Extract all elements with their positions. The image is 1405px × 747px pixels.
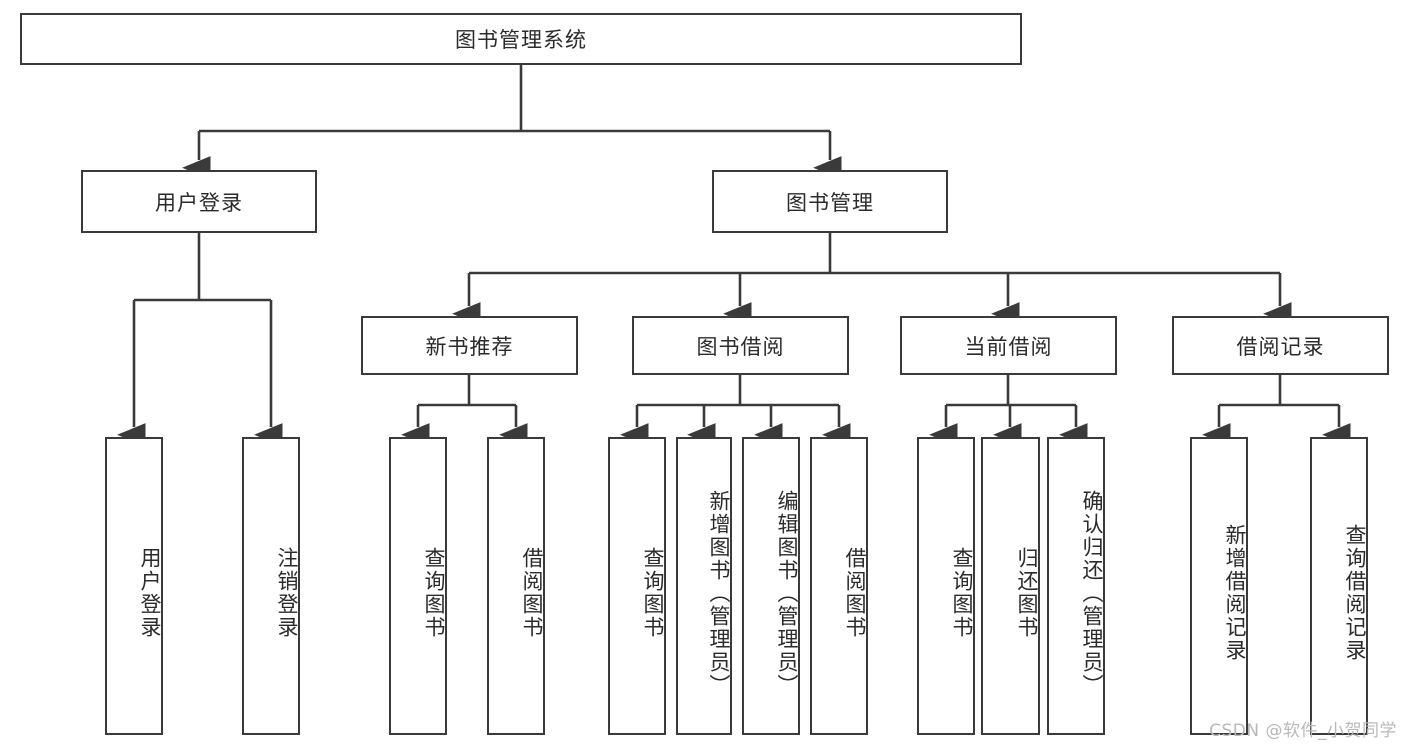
- node-current-borrow[interactable]: 当前借阅: [900, 316, 1117, 375]
- leaf-query-book-recommend-label: 查询图书: [422, 547, 446, 639]
- node-borrow-record[interactable]: 借阅记录: [1172, 316, 1389, 375]
- leaf-borrow-book[interactable]: 借阅图书: [810, 437, 868, 735]
- leaf-borrow-book-label: 借阅图书: [843, 547, 867, 639]
- csdn-watermark: CSDN @软件_小贺同学: [1209, 721, 1397, 741]
- leaf-confirm-return-admin[interactable]: 确认归还（管理员）: [1047, 437, 1105, 735]
- node-user-login[interactable]: 用户登录: [81, 170, 317, 233]
- node-book-manage[interactable]: 图书管理: [712, 170, 948, 233]
- leaf-query-book-recommend[interactable]: 查询图书: [389, 437, 447, 735]
- leaf-query-borrow-record-label: 查询借阅记录: [1343, 524, 1367, 662]
- leaf-user-login[interactable]: 用户登录: [105, 437, 163, 735]
- node-book-borrow[interactable]: 图书借阅: [632, 316, 849, 375]
- edge-group-user-login: [117, 233, 283, 447]
- node-current-borrow-label: 当前借阅: [964, 334, 1053, 359]
- node-book-borrow-label: 图书借阅: [696, 334, 785, 359]
- leaf-query-book-borrow-label: 查询图书: [641, 547, 665, 639]
- leaf-return-book[interactable]: 归还图书: [981, 437, 1040, 735]
- leaf-user-login-label: 用户登录: [138, 547, 162, 639]
- leaf-query-book-borrow[interactable]: 查询图书: [608, 437, 666, 735]
- leaf-return-book-label: 归还图书: [1015, 547, 1039, 639]
- edge-group-current-borrow: [929, 375, 1088, 447]
- edge-group-root: [182, 65, 842, 180]
- edge-group-new-book-rec: [401, 375, 528, 447]
- leaf-query-book-current[interactable]: 查询图书: [917, 437, 975, 735]
- leaf-add-borrow-record-label: 新增借阅记录: [1223, 524, 1247, 662]
- node-new-book-recommend-label: 新书推荐: [425, 334, 514, 359]
- edge-group-book-borrow: [620, 375, 851, 447]
- node-book-manage-label: 图书管理: [786, 190, 874, 215]
- node-new-book-recommend[interactable]: 新书推荐: [361, 316, 578, 375]
- leaf-edit-book-admin-label: 编辑图书（管理员）: [775, 489, 799, 697]
- node-root-label: 图书管理系统: [455, 28, 587, 52]
- leaf-query-borrow-record[interactable]: 查询借阅记录: [1310, 437, 1368, 735]
- leaf-borrow-book-recommend[interactable]: 借阅图书: [487, 437, 545, 735]
- leaf-query-book-current-label: 查询图书: [950, 547, 974, 639]
- edge-group-book-manage: [452, 233, 1292, 326]
- leaf-user-logout-label: 注销登录: [275, 547, 299, 639]
- node-root[interactable]: 图书管理系统: [20, 13, 1022, 65]
- leaf-user-logout[interactable]: 注销登录: [242, 437, 300, 735]
- node-borrow-record-label: 借阅记录: [1236, 334, 1325, 359]
- node-user-login-label: 用户登录: [155, 190, 243, 215]
- leaf-add-borrow-record[interactable]: 新增借阅记录: [1190, 437, 1248, 735]
- leaf-confirm-return-admin-label: 确认归还（管理员）: [1080, 489, 1104, 697]
- leaf-add-book-admin-label: 新增图书（管理员）: [707, 489, 731, 697]
- leaf-add-book-admin[interactable]: 新增图书（管理员）: [676, 437, 732, 735]
- leaf-edit-book-admin[interactable]: 编辑图书（管理员）: [742, 437, 800, 735]
- leaf-borrow-book-recommend-label: 借阅图书: [520, 547, 544, 639]
- edge-group-borrow-record: [1202, 375, 1351, 447]
